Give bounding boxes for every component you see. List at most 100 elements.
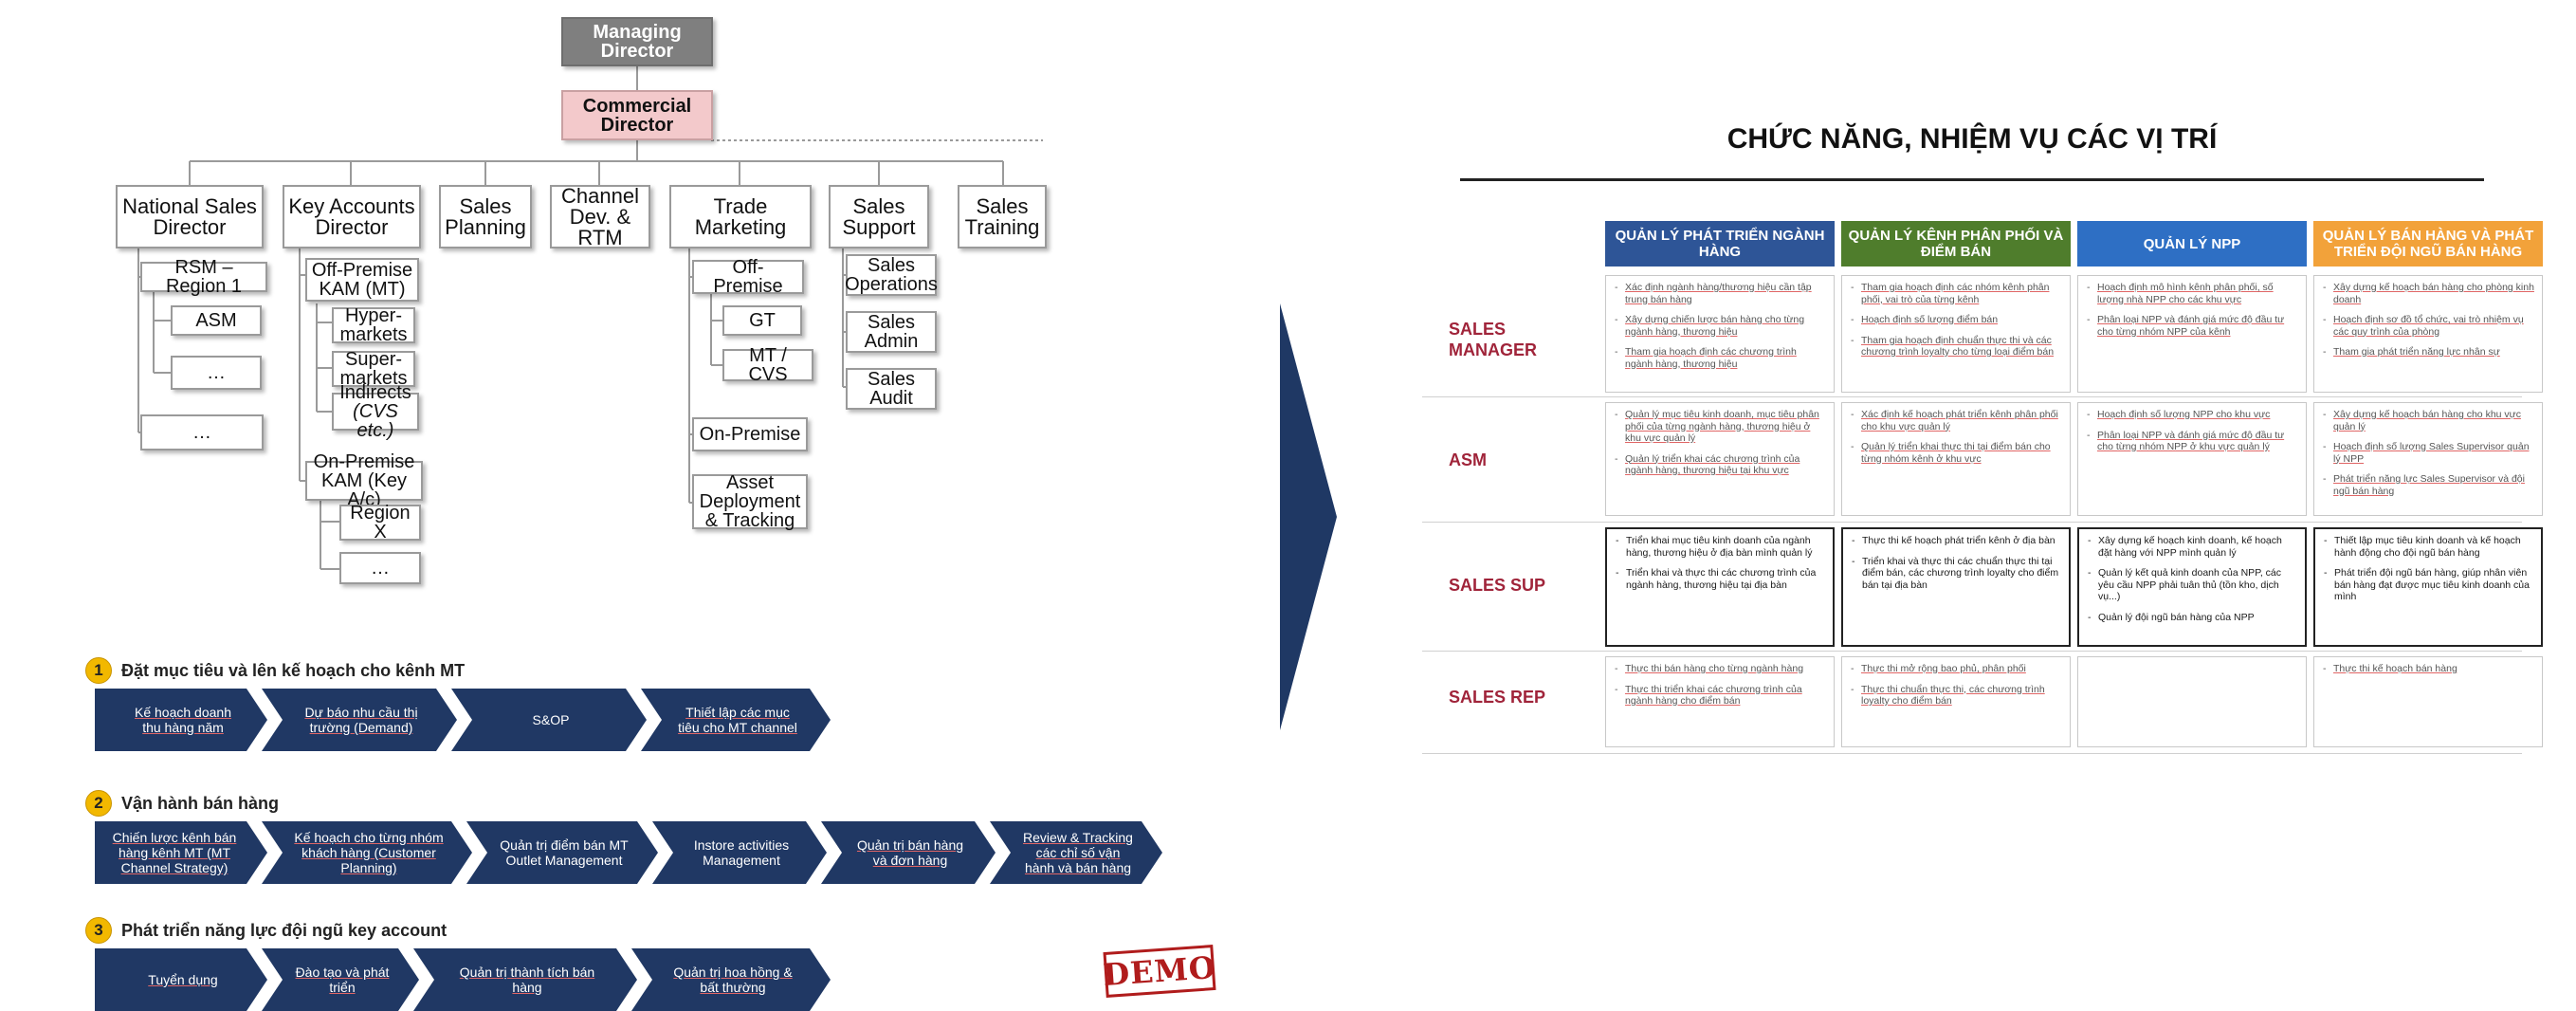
cell-list: Thiết lập mục tiêu kinh doanh và kế hoạc… [2323,535,2533,603]
process-number-badge: 3 [85,917,112,944]
org-box-ellipsis: … [171,356,262,390]
process-step-label: Thiết lập các mục tiêu cho MT channel [678,705,797,735]
org-label: Region X [350,503,411,542]
cell-text: Phát triển năng lực Sales Supervisor và … [2333,473,2525,497]
org-box-gt: GT [722,305,802,336]
cell-text: Thực thi kế hoạch phát triển kênh ở địa … [1862,535,2055,546]
cell-list: Xây dựng kế hoạch bán hàng cho phòng kin… [2322,282,2534,358]
org-label: Channel Dev. & RTM [561,183,639,249]
process-title: Phát triển năng lực đội ngũ key account [121,920,448,940]
cell-text: Xây dựng kế hoạch kinh doanh, kế hoạch đ… [2098,535,2282,559]
cell-item: Xây dựng kế hoạch bán hàng cho khu vực q… [2323,409,2534,432]
row-divider [1422,396,2522,397]
cell-text: Tham gia phát triển năng lực nhân sự [2333,346,2500,358]
row-divider [1422,522,2522,523]
process-step: S&OP [451,689,647,751]
cell-text: Tham gia hoạch định các nhóm kênh phân p… [1861,282,2050,305]
table-cell: Triển khai mục tiêu kinh doanh của ngành… [1605,527,1835,647]
process-step: Tuyển dụng [95,948,267,1011]
process-step: Kế hoạch cho từng nhóm khách hàng (Custo… [262,821,472,884]
row-label: ASM [1449,450,1487,469]
org-box-sales-support: Sales Support [829,185,929,248]
org-label: Sales Audit [867,369,916,409]
org-box-hypermarkets: Hyper-markets [332,305,415,345]
cell-text: Quản lý triển khai thực thi tại điểm bán… [1861,441,2051,465]
process-step-label: Quản trị hoa hồng & bất thường [673,965,793,995]
cell-item: Quản lý triển khai các chương trình của … [1615,452,1826,477]
org-label: Hyper-markets [339,305,408,345]
cell-item: Xây dựng kế hoạch bán hàng cho phòng kin… [2323,282,2534,305]
cell-text: Phân loại NPP và đánh giá mức độ đầu tư … [2097,429,2285,453]
process-section-title: 3 Phát triển năng lực đội ngũ key accoun… [85,917,447,944]
cell-item: Thực thi mở rộng bao phủ, phân phối [1851,663,2062,675]
cell-list: Triển khai mục tiêu kinh doanh của ngành… [1615,535,1825,591]
cell-item: Triển khai mục tiêu kinh doanh của ngành… [1616,535,1825,559]
org-label: Key Accounts Director [288,193,415,239]
table-cell: Xây dựng kế hoạch bán hàng cho phòng kin… [2313,275,2543,393]
title-underline [1460,178,2484,181]
org-box-ellipsis: … [339,552,421,584]
cell-item: Hoạch định số lượng điểm bán [1851,314,2062,326]
row-label: SALES SUP [1449,576,1546,595]
cell-text: Hoạch định sơ đồ tổ chức, vai trò nhiệm … [2333,314,2524,338]
cell-text: Xây dựng chiến lược bán hàng cho từng ng… [1625,314,1805,338]
table-cell: Tham gia hoạch định các nhóm kênh phân p… [1841,275,2071,393]
table-cell: Xác định kế hoạch phát triển kênh phân p… [1841,402,2071,516]
cell-text: Hoạch định số lượng điểm bán [1861,314,1999,325]
org-box-asm: ASM [171,305,262,336]
cell-text: Thực thi kế hoạch bán hàng [2333,663,2457,674]
cell-text: Hoạch định số lượng NPP cho khu vực [2097,409,2271,420]
table-cell: Thiết lập mục tiêu kinh doanh và kế hoạc… [2313,527,2543,647]
column-header: QUẢN LÝ NPP [2077,221,2307,267]
arrow-right-icon [1280,303,1337,730]
process-step: Quản trị hoa hồng & bất thường [631,948,831,1011]
org-label: Commercial Director [582,95,692,136]
cell-list: Quản lý mục tiêu kinh doanh, mục tiêu ph… [1614,409,1826,477]
org-box-sales-admin: Sales Admin [846,311,937,353]
cell-text: Quản lý triển khai các chương trình của … [1625,452,1800,477]
row-label: SALES REP [1449,688,1546,707]
cell-text: Xây dựng kế hoạch bán hàng cho phòng kin… [2333,282,2534,305]
cell-item: Hoạch định mô hình kênh phân phối, số lư… [2087,282,2298,305]
process-step-label: Kế hoạch cho từng nhóm khách hàng (Custo… [294,830,444,875]
process-step: Kế hoạch doanh thu hàng năm [95,689,267,751]
process-step: Dự báo nhu cầu thị trường (Demand) [262,689,457,751]
org-label: … [371,558,390,579]
org-box-trade-marketing: Trade Marketing [669,185,812,248]
org-label: Off-Premise [713,257,783,297]
org-box-ellipsis: … [140,414,264,450]
org-box-region-x: Region X [339,503,421,542]
cell-item: Hoạch định số lượng Sales Supervisor quả… [2323,441,2534,465]
org-label: RSM – Region 1 [165,257,243,297]
table-cell [2077,656,2307,747]
org-label: GT [749,310,776,331]
cell-text: Thực thi chuẩn thực thi, các chương trìn… [1861,683,2045,708]
cell-item: Phát triển đội ngũ bán hàng, giúp nhân v… [2324,567,2533,603]
process-step: Quản trị bán hàng và đơn hàng [821,821,996,884]
cell-text: Tham gia hoạch định các chương trình ngà… [1625,346,1797,370]
cell-text: Quản lý mục tiêu kinh doanh, mục tiêu ph… [1625,409,1819,444]
process-step: Thiết lập các mục tiêu cho MT channel [641,689,831,751]
process-step-label: S&OP [532,712,570,727]
cell-text: Tham gia hoạch định chuẩn thực thi và cá… [1861,334,2055,358]
process-step: Quản trị điểm bán MT Outlet Management [466,821,658,884]
org-label: Asset Deployment & Tracking [699,472,801,531]
cell-item: Triển khai và thực thi các chương trình … [1616,567,1825,591]
cell-item: Thực thi kế hoạch phát triển kênh ở địa … [1852,535,2061,547]
process-step-label: Instore activities Management [693,837,790,868]
cell-list: Thực thi bán hàng cho từng ngành hàngThự… [1614,663,1826,708]
cell-item: Thực thi chuẩn thực thi, các chương trìn… [1851,683,2062,708]
org-box-rsm-region-1: RSM – Region 1 [140,258,267,296]
cell-text: Phân loại NPP và đánh giá mức độ đầu tư … [2097,314,2285,338]
cell-text: Thực thi mở rộng bao phủ, phân phối [1861,663,2026,674]
process-step-label: Quản trị điểm bán MT Outlet Management [500,837,629,868]
org-label: Sales Planning [445,193,526,239]
process-step-label: Kế hoạch doanh thu hàng năm [135,705,231,735]
cell-text: Hoạch định mô hình kênh phân phối, số lư… [2097,282,2274,305]
cell-text: Xác định ngành hàng/thương hiệu cần tập … [1625,282,1812,305]
table-cell: Thực thi kế hoạch bán hàng [2313,656,2543,747]
table-cell: Thực thi kế hoạch phát triển kênh ở địa … [1841,527,2071,647]
table-cell: Xây dựng kế hoạch bán hàng cho khu vực q… [2313,402,2543,516]
cell-item: Triển khai và thực thi các chuẩn thực th… [1852,556,2061,592]
cell-text: Triển khai mục tiêu kinh doanh của ngành… [1626,535,1813,559]
